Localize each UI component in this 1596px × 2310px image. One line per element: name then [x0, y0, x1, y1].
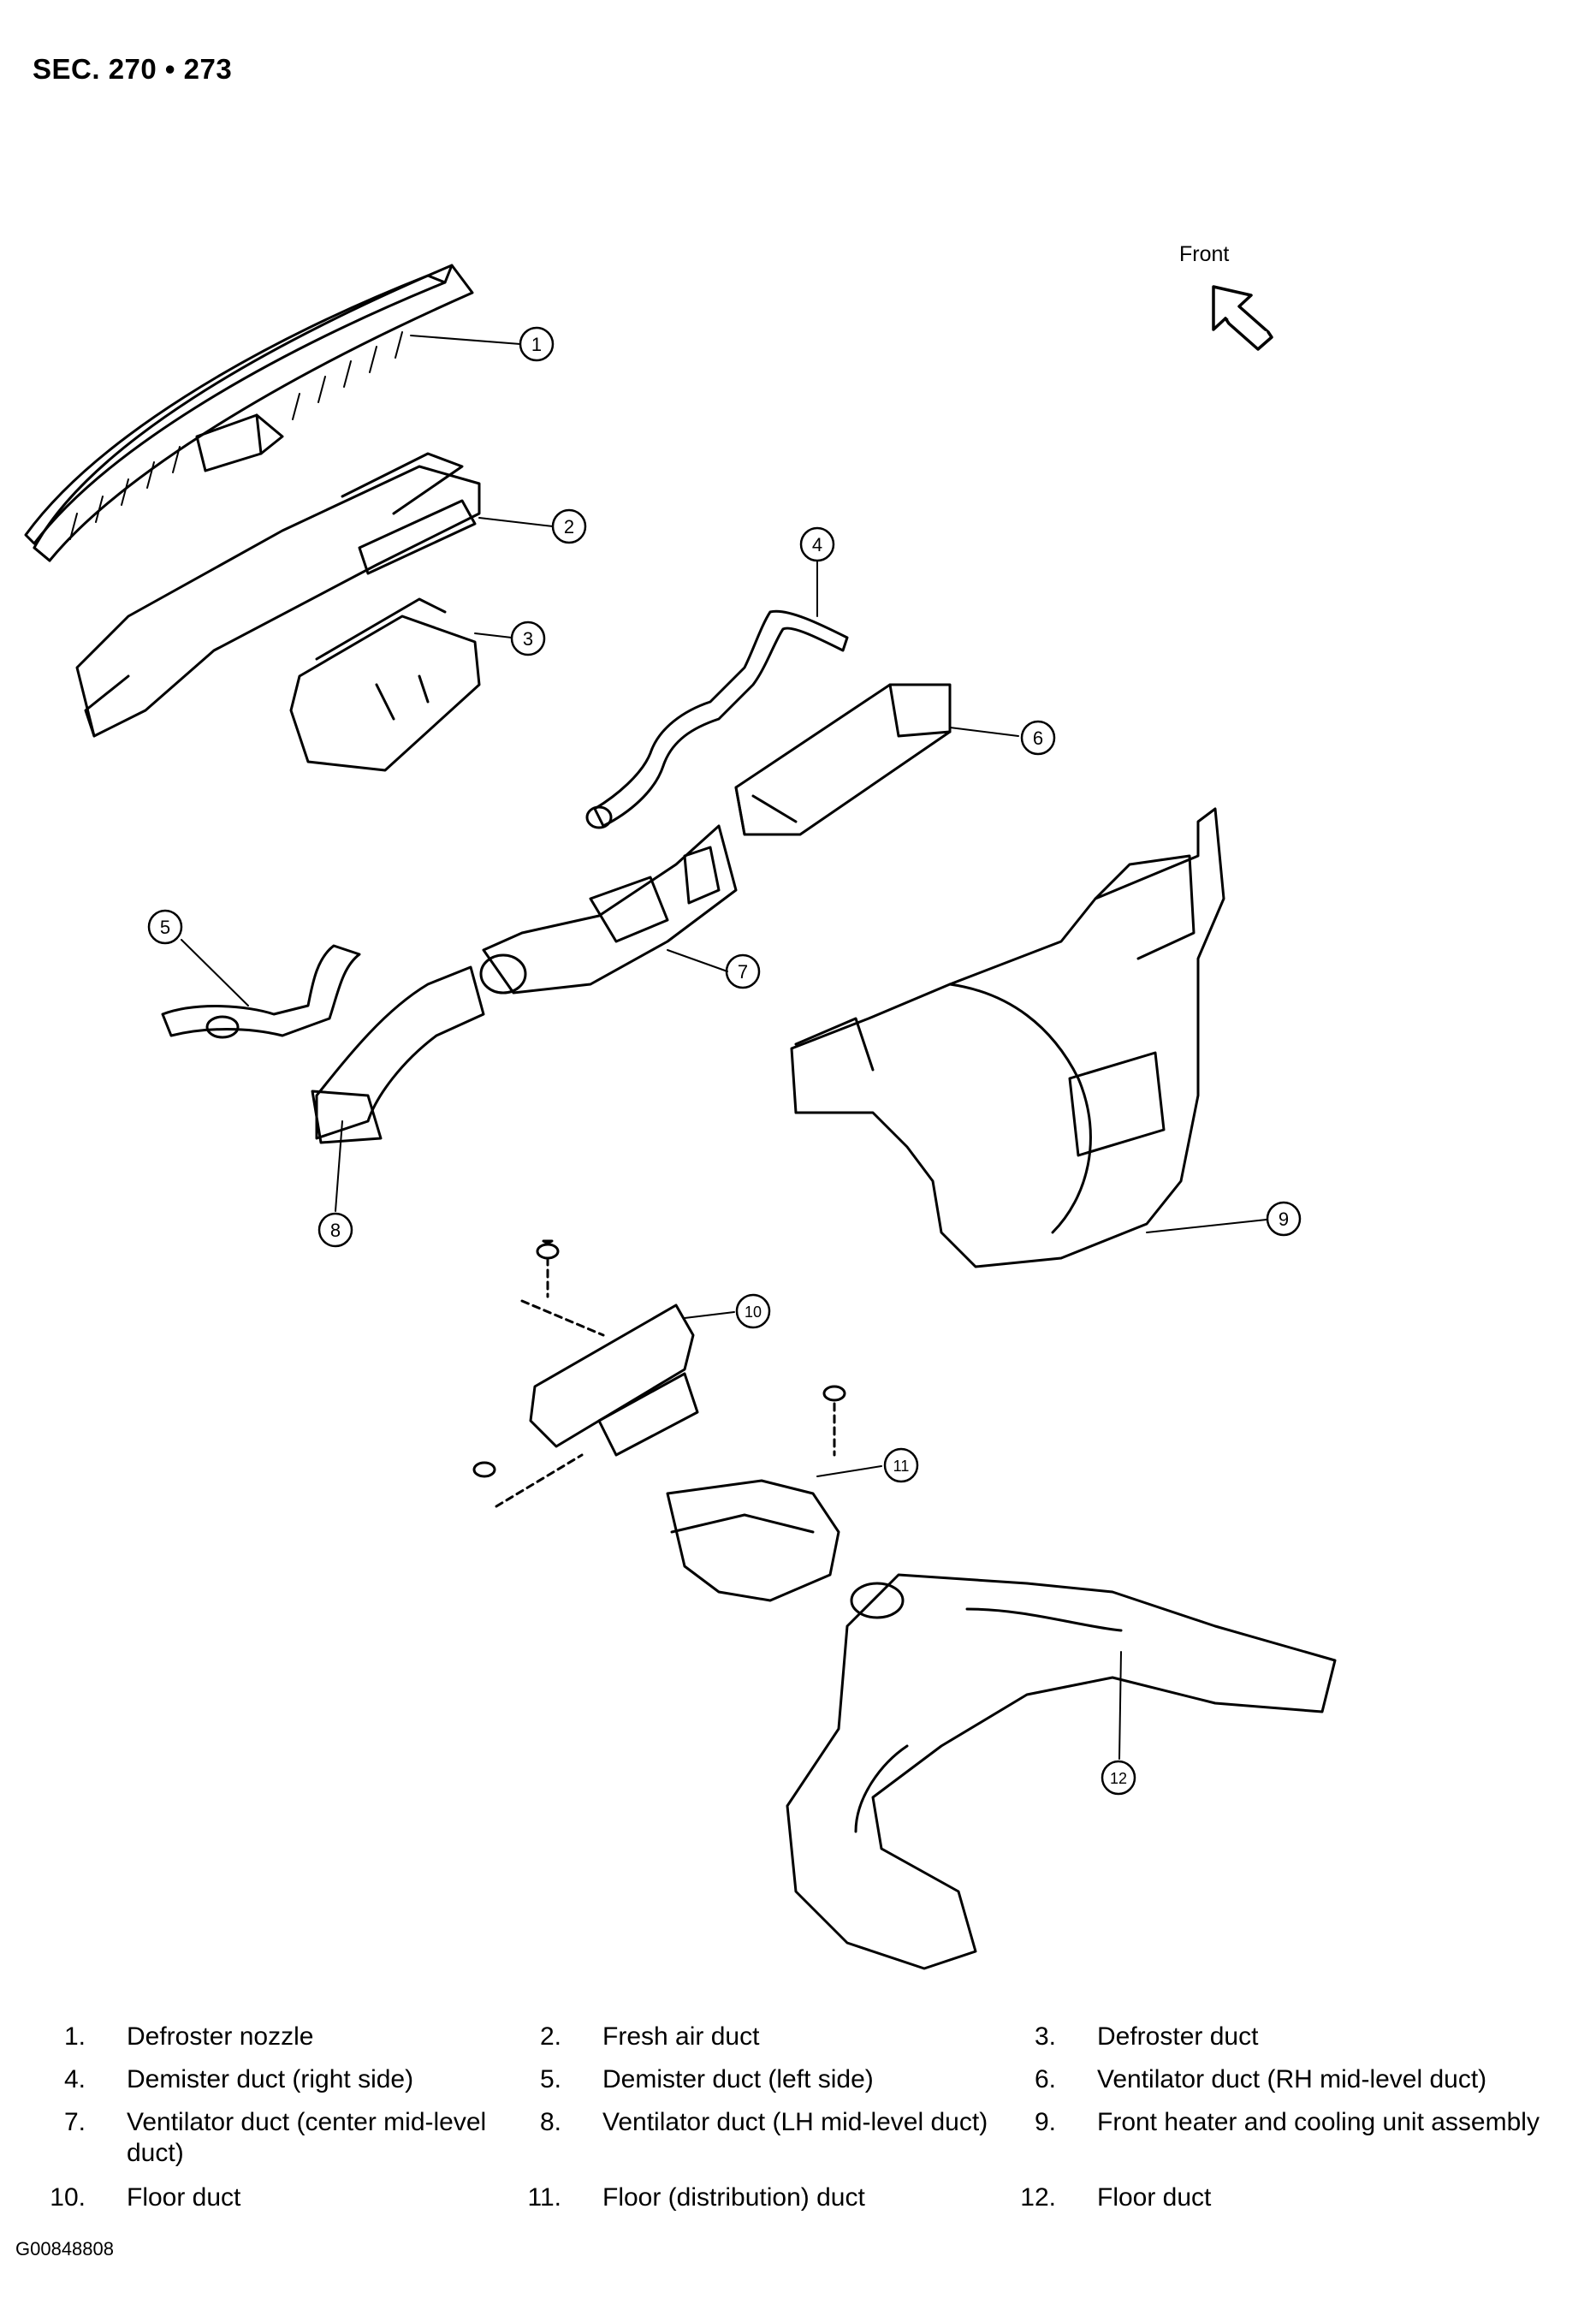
callout-11	[883, 1447, 919, 1483]
front-arrow-icon	[1212, 285, 1273, 351]
leader-lines	[181, 335, 1267, 1760]
callout-5-label: 5	[160, 917, 170, 938]
callout-9	[1266, 1201, 1302, 1237]
floor-duct-10-part	[472, 1239, 699, 1508]
heater-cooling-unit-part	[790, 807, 1225, 1268]
legend-text: Demister duct (left side)	[602, 2065, 874, 2093]
legend-number: 10.	[50, 2183, 86, 2212]
callout-6-label: 6	[1033, 727, 1043, 749]
legend-number: 3.	[1034, 2022, 1056, 2051]
callout-3-label: 3	[523, 628, 533, 650]
callout-12-label: 12	[1110, 1770, 1127, 1787]
legend-text: Front heater and cooling unit assembly	[1097, 2108, 1540, 2136]
callout-7	[725, 953, 761, 989]
callout-1	[519, 326, 555, 362]
legend-text: Fresh air duct	[602, 2022, 760, 2051]
legend-text: Defroster duct	[1097, 2022, 1259, 2051]
callout-11-label: 11	[893, 1458, 910, 1475]
callout-10	[735, 1293, 771, 1329]
demister-duct-left-part	[161, 944, 361, 1039]
legend-number: 5.	[539, 2065, 561, 2093]
legend-number: 1.	[63, 2022, 86, 2051]
legend-number: 7.	[63, 2108, 86, 2136]
callout-4-label: 4	[812, 534, 822, 555]
legend-text: Defroster nozzle	[127, 2022, 314, 2051]
figure-code: G00848808	[15, 2238, 114, 2260]
legend-number: 8.	[539, 2108, 561, 2136]
floor-duct-12-part	[786, 1573, 1337, 1970]
legend-number: 9.	[1034, 2108, 1056, 2136]
callout-4	[799, 526, 835, 562]
legend-number: 12.	[1020, 2183, 1056, 2212]
section-title: SEC. 270 • 273	[33, 53, 233, 85]
ventilator-duct-rh-part	[734, 683, 952, 836]
defroster-duct-part	[289, 597, 481, 772]
legend-text: Ventilator duct (center mid-level duct)	[127, 2108, 487, 2167]
callout-12	[1101, 1760, 1136, 1796]
callout-9-label: 9	[1279, 1208, 1289, 1230]
callout-2-label: 2	[564, 516, 574, 537]
duct-diagram: 1 2 3 4 5 6 7 8 9 10 11 12	[24, 264, 1337, 1970]
callout-1-label: 1	[531, 334, 542, 355]
legend-number: 6.	[1034, 2065, 1056, 2093]
legend-text: Floor (distribution) duct	[602, 2183, 865, 2212]
callout-3	[510, 621, 546, 656]
callout-7-label: 7	[738, 961, 748, 983]
demister-duct-right-part	[585, 609, 849, 829]
ventilator-duct-lh-part	[311, 965, 485, 1144]
callout-6	[1020, 720, 1056, 756]
legend-text: Ventilator duct (LH mid-level duct)	[602, 2108, 988, 2136]
legend-text: Floor duct	[1097, 2183, 1212, 2212]
legend-number: 4.	[63, 2065, 86, 2093]
callout-8-label: 8	[330, 1220, 341, 1241]
front-label: Front	[1179, 242, 1230, 266]
defroster-nozzle-part	[24, 264, 474, 562]
legend-number: 2.	[539, 2022, 561, 2051]
ventilator-duct-center-part	[479, 824, 738, 995]
legend-text: Ventilator duct (RH mid-level duct)	[1097, 2065, 1487, 2093]
floor-distribution-duct-part	[666, 1385, 846, 1602]
legend-text: Demister duct (right side)	[127, 2065, 414, 2093]
fresh-air-duct-part	[75, 452, 481, 738]
callout-5	[147, 909, 183, 945]
parts-legend: 1. Defroster nozzle 2. Fresh air duct 3.…	[0, 2013, 1596, 2227]
legend-number: 11.	[527, 2183, 561, 2212]
callout-2	[551, 508, 587, 544]
callout-8	[317, 1212, 353, 1248]
legend-text: Floor duct	[127, 2183, 241, 2212]
callout-10-label: 10	[745, 1303, 762, 1321]
callouts	[147, 326, 1302, 1796]
